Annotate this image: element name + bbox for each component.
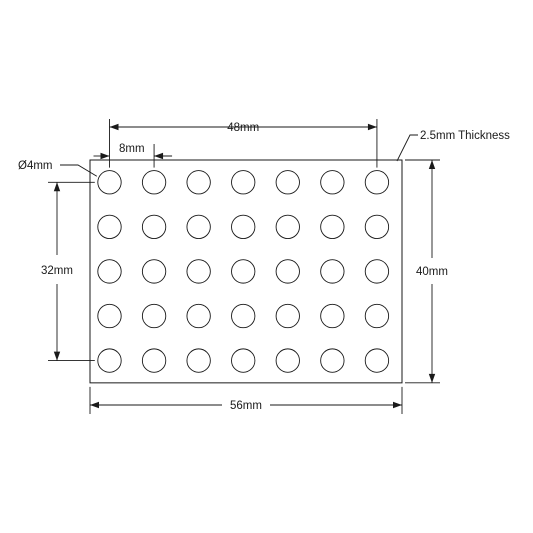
arrowhead [428, 373, 436, 383]
thickness-label: 2.5mm Thickness [420, 130, 510, 142]
arrowhead [53, 182, 61, 192]
hole [231, 348, 256, 373]
hole [97, 170, 122, 195]
hole [275, 170, 300, 195]
hole-diameter-leader [60, 164, 98, 177]
hole [141, 348, 167, 373]
hole [320, 303, 345, 329]
hole [364, 170, 390, 195]
width-label: 56mm [230, 400, 262, 412]
hole-grid [97, 170, 390, 373]
dimension-lines [48, 119, 440, 414]
hole [364, 214, 390, 240]
hole [231, 214, 256, 240]
arrowhead [393, 401, 402, 409]
hole [97, 348, 122, 373]
hole [186, 259, 211, 284]
arrowhead [100, 152, 110, 160]
hole [275, 214, 300, 240]
hole [141, 214, 167, 240]
hole [141, 170, 167, 195]
hole [186, 170, 211, 195]
hole [186, 348, 211, 373]
pitch-label: 8mm [119, 143, 145, 155]
hole [231, 170, 256, 195]
arrowhead [109, 123, 119, 131]
hole [320, 170, 345, 195]
hole [275, 303, 300, 329]
span-x-label: 48mm [227, 122, 259, 134]
hole [275, 348, 300, 373]
hole [320, 214, 345, 240]
hole [186, 214, 211, 240]
arrowhead [367, 123, 377, 131]
thickness-leader [396, 134, 418, 162]
hole [364, 259, 390, 284]
hole [97, 214, 122, 240]
hole [141, 259, 167, 284]
hole [141, 303, 167, 329]
hole-diameter-label: Ø4mm [18, 160, 53, 172]
arrowhead [428, 160, 436, 169]
hole [320, 348, 345, 373]
hole [231, 259, 256, 284]
hole [364, 348, 390, 373]
span-y-label: 32mm [41, 265, 73, 277]
hole [275, 259, 300, 284]
hole [231, 303, 256, 329]
hole [186, 303, 211, 329]
height-label: 40mm [416, 266, 448, 278]
hole [97, 303, 122, 329]
hole [364, 303, 390, 329]
arrowhead [154, 152, 164, 160]
hole [97, 259, 122, 284]
arrowhead [90, 401, 99, 409]
arrowhead [53, 351, 61, 361]
hole [320, 259, 345, 284]
